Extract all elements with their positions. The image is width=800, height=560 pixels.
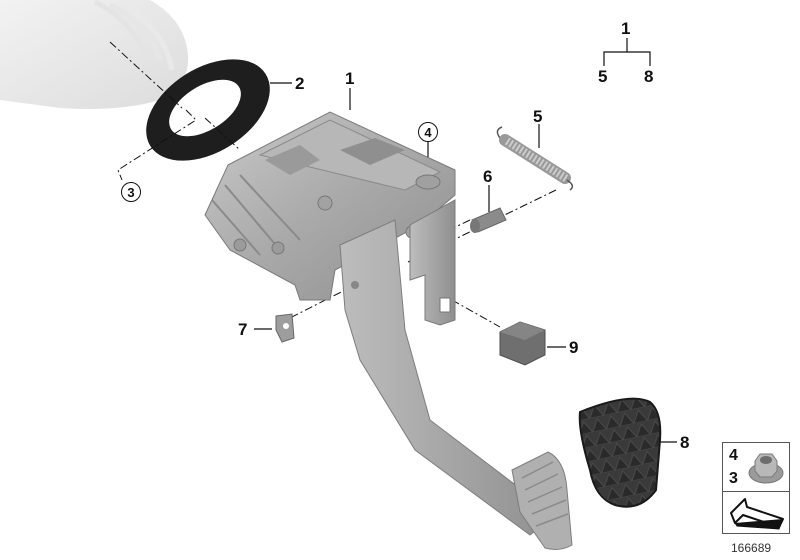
hierarchy-parent: 1 [621, 19, 631, 38]
clip [275, 313, 295, 343]
callout-2[interactable]: 2 [295, 74, 305, 93]
flange-nut-icon [748, 453, 784, 484]
hierarchy-child-5: 5 [598, 67, 608, 86]
gasket-ring [146, 59, 270, 161]
switch [499, 321, 546, 366]
legend-nut-panel: 4 3 [723, 443, 789, 492]
callout-3[interactable]: 3 [121, 182, 141, 202]
legend-box: 4 3 [722, 442, 790, 534]
callout-5[interactable]: 5 [533, 107, 543, 126]
callout-7[interactable]: 7 [238, 320, 248, 339]
callout-4[interactable]: 4 [418, 122, 438, 142]
pedal-bracket-assembly [204, 111, 573, 550]
callout-6[interactable]: 6 [483, 167, 493, 186]
installation-arrow-icon [730, 498, 784, 530]
callout-lines [254, 38, 677, 443]
hierarchy-child-8: 8 [644, 67, 654, 86]
callout-9[interactable]: 9 [569, 338, 579, 357]
tension-spring [496, 126, 574, 191]
callout-8[interactable]: 8 [680, 433, 690, 452]
pedal-pad [578, 397, 662, 508]
legend-number-4: 4 [729, 447, 738, 464]
master-cylinder-ghost [0, 0, 189, 109]
diagram-id-number: 166689 [731, 541, 772, 555]
legend-number-3: 3 [729, 470, 738, 487]
callout-1[interactable]: 1 [345, 69, 355, 88]
bushing [470, 207, 507, 233]
